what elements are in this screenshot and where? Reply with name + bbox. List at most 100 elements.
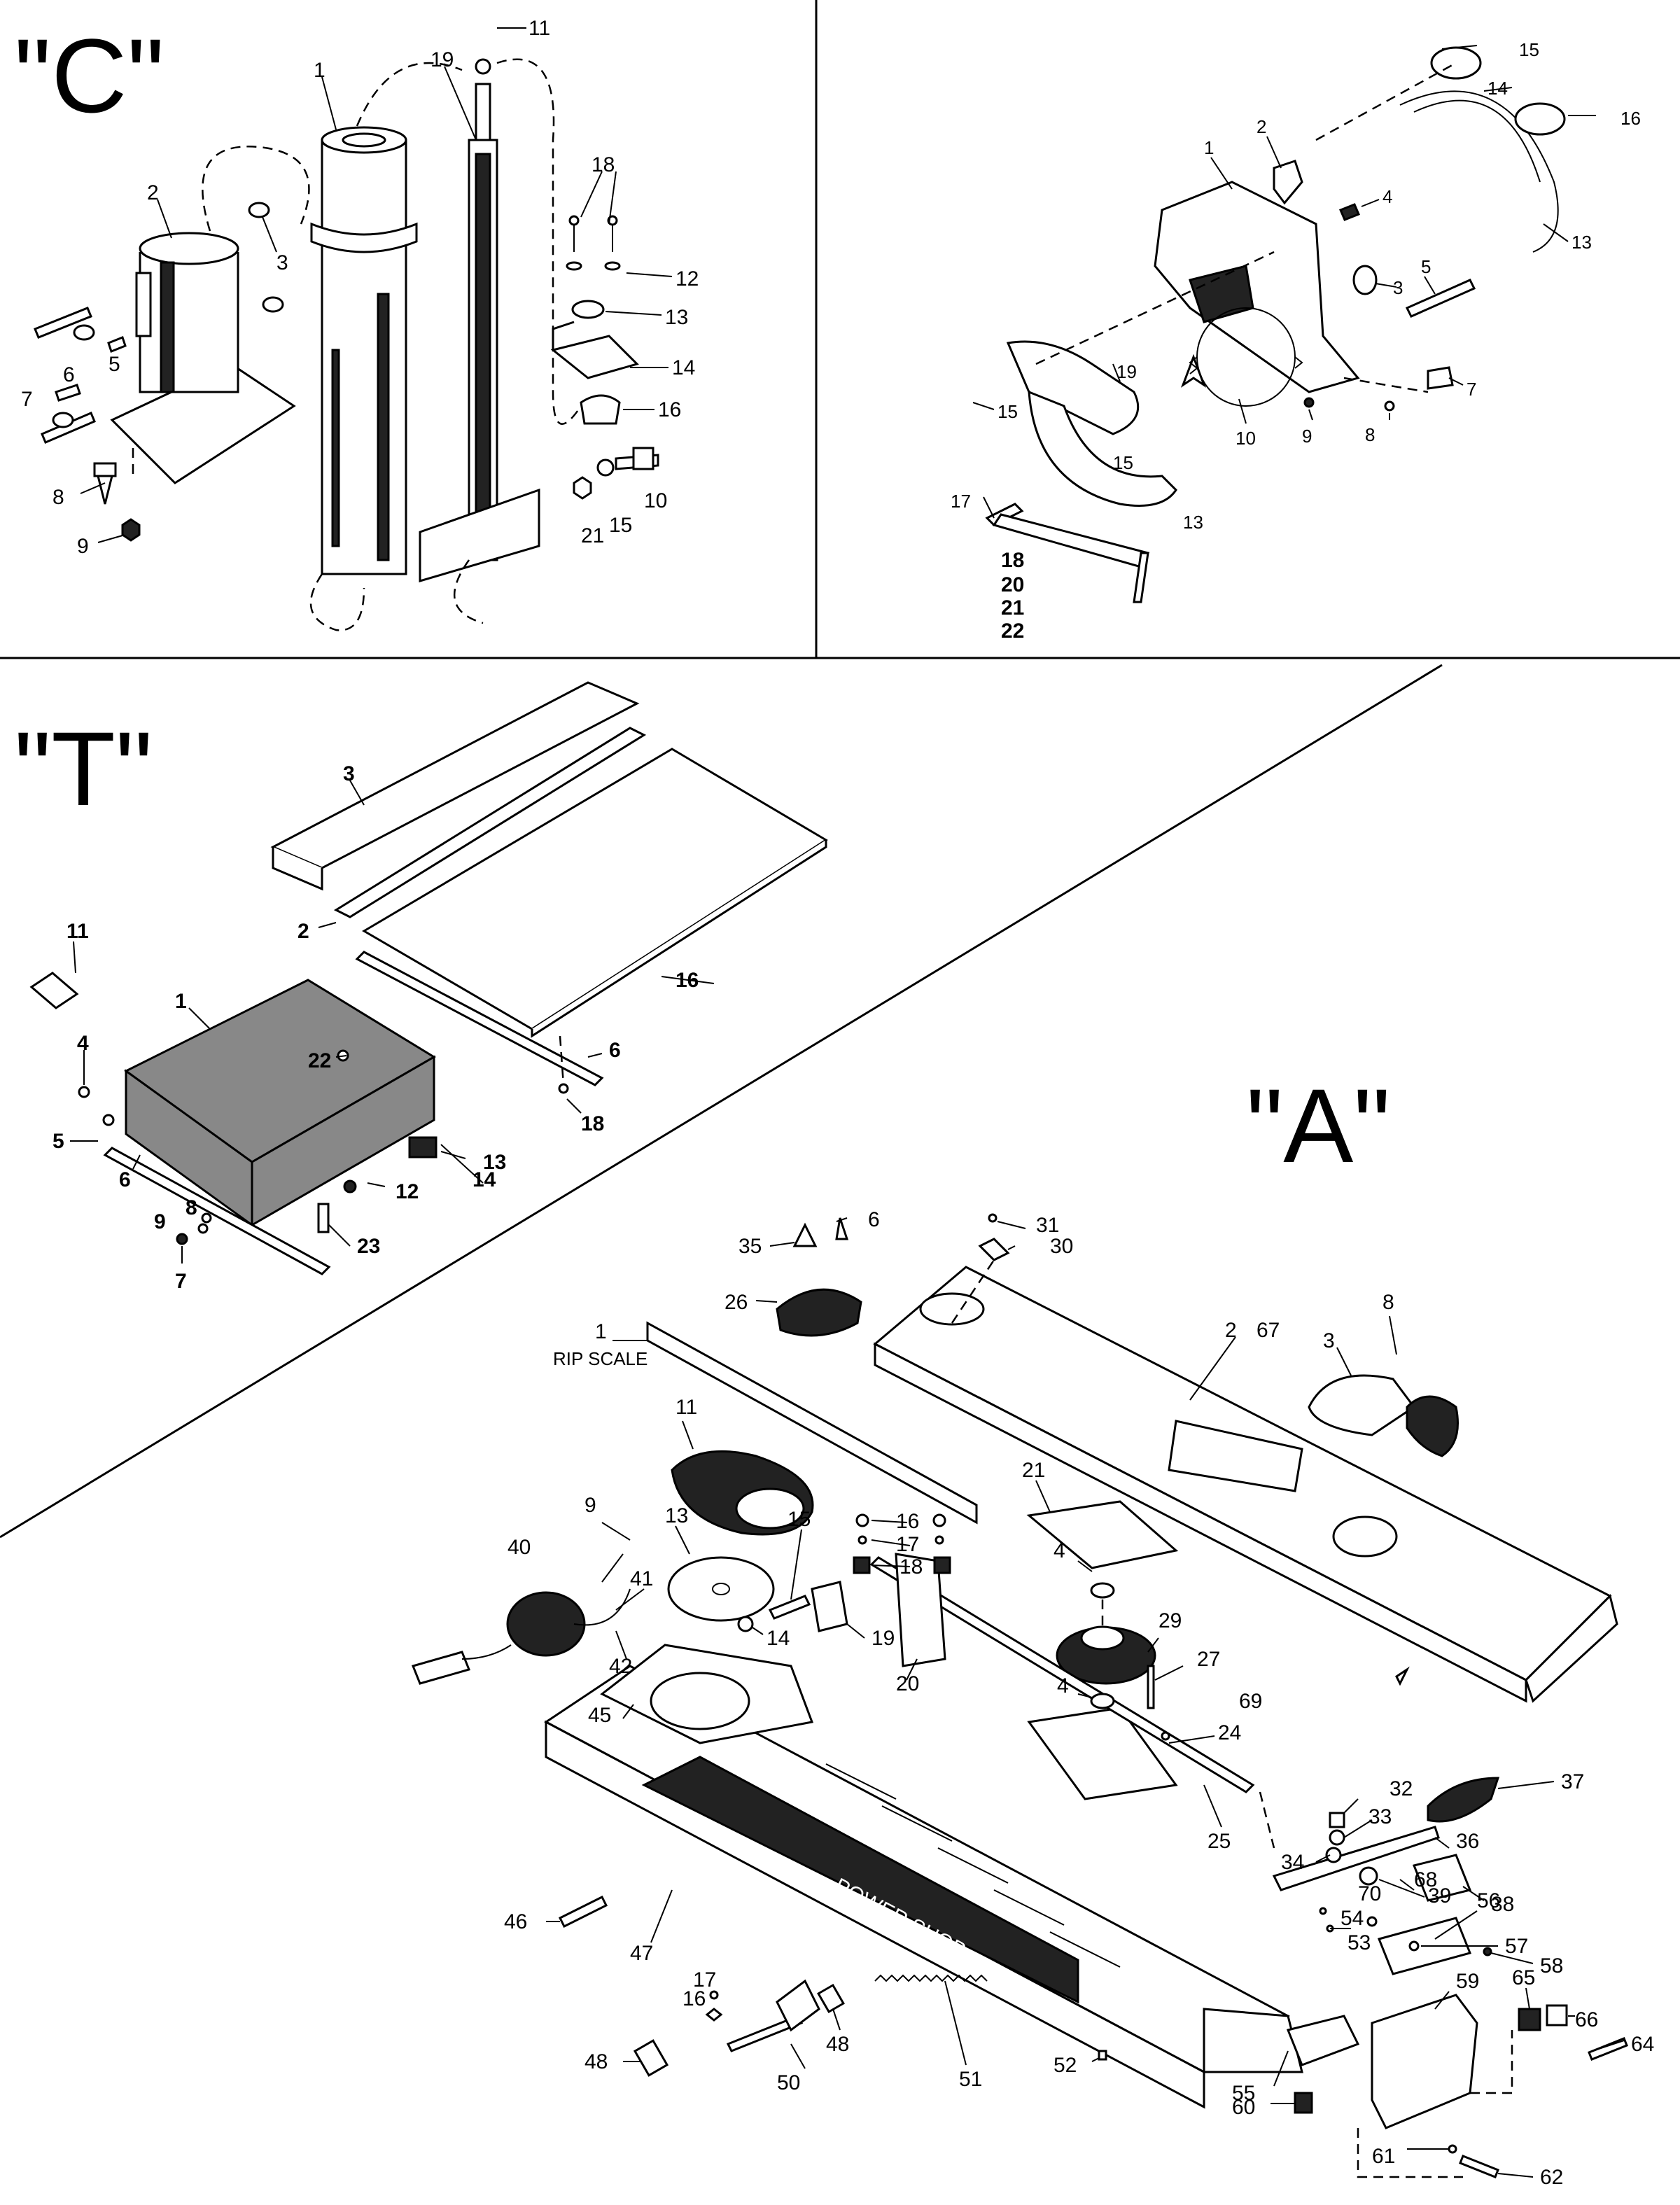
- callout-C-callouts-7: 9: [77, 535, 89, 558]
- callout-T-callouts-2: 3: [343, 762, 355, 785]
- callout-A-callouts-40: 47: [630, 1942, 653, 1965]
- callout-A-callouts-46: 53: [1348, 1931, 1371, 1954]
- callout-A-callouts-17: 19: [872, 1627, 895, 1650]
- section-c-drawing: [34, 58, 659, 631]
- callout-T-callouts-14: 16: [676, 969, 699, 992]
- callout-A-callouts-1: 2: [1225, 1319, 1237, 1342]
- callout-A-callouts-33: 38: [1491, 1893, 1514, 1916]
- callout-guard-callouts-11: 14: [1488, 78, 1508, 99]
- callout-A-callouts-32: 37: [1561, 1770, 1584, 1793]
- callout-T-callouts-3: 4: [77, 1032, 89, 1055]
- callout-C-callouts-1: 2: [147, 181, 159, 204]
- callout-A-callouts-2: 3: [1323, 1329, 1335, 1352]
- section-t-drawing: [29, 681, 828, 1275]
- callout-A-callouts-34: 39: [1428, 1884, 1451, 1907]
- callout-A-callouts-20: 24: [1218, 1721, 1241, 1744]
- section-guard-drawing: [985, 46, 1566, 603]
- callout-guard-callouts-15: 16: [1620, 108, 1641, 129]
- callout-guard-stack-0: 18: [1001, 549, 1024, 572]
- callout-A-callouts-9: 13: [665, 1504, 688, 1527]
- callout-guard-callouts-0: 1: [1204, 137, 1214, 158]
- section-title-t: "T": [14, 710, 153, 827]
- callout-T-callouts-8: 8: [186, 1196, 197, 1219]
- callout-A-callouts-21: 25: [1208, 1830, 1231, 1853]
- callout-A-callouts-26: 31: [1036, 1214, 1059, 1237]
- callout-A-callouts-43: 50: [777, 2071, 800, 2094]
- callout-A-callouts-28: 33: [1368, 1805, 1392, 1828]
- section-c-callouts: 1 2 3 5 6 7 8 9 10 11 12 13 14 15 16 18 …: [21, 17, 699, 558]
- callout-guard-callouts-17: 19: [1116, 361, 1137, 382]
- callout-A-callouts-48: 55: [1232, 2082, 1255, 2105]
- callout-A-callouts-49: 56: [1477, 1889, 1500, 1912]
- callout-A-callouts-55: 62: [1540, 2166, 1563, 2189]
- callout-C-callouts-13: 15: [609, 514, 632, 537]
- callout-A-callouts-14: 17: [896, 1533, 919, 1556]
- callout-A-callouts-53: 60: [1232, 2096, 1255, 2119]
- callout-A-callouts-45: 52: [1054, 2054, 1077, 2077]
- callout-A-callouts-44: 51: [959, 2068, 982, 2091]
- callout-C-callouts-6: 8: [52, 486, 64, 509]
- callout-A-callouts-7: 9: [584, 1494, 596, 1517]
- callout-T-callouts-0: 1: [175, 990, 187, 1013]
- callout-guard-callouts-12: 15: [1519, 39, 1539, 60]
- callout-A-callouts-24: 29: [1158, 1609, 1182, 1632]
- callout-C-callouts-4: 6: [63, 363, 75, 386]
- callout-T-callouts-11: 12: [396, 1180, 419, 1203]
- callout-A-callouts-29: 34: [1281, 1851, 1304, 1874]
- callout-A-callouts-42: 48: [826, 2033, 849, 2056]
- section-title-c: "C": [14, 17, 164, 134]
- callout-A-callouts-18: 20: [896, 1672, 919, 1695]
- callout-C-callouts-12: 14: [672, 356, 695, 379]
- section-title-a: "A": [1246, 1067, 1391, 1184]
- callout-A-rip_scale: RIP SCALE: [553, 1348, 648, 1369]
- callout-A-callouts-23: 27: [1197, 1648, 1220, 1671]
- callout-guard-callouts-4: 5: [1421, 256, 1431, 277]
- section-c-leaders: [80, 27, 673, 543]
- callout-guard-callouts-5: 7: [1466, 379, 1476, 400]
- callout-A-callouts-41: 48: [584, 2050, 608, 2073]
- callout-A-callouts-25: 30: [1050, 1235, 1073, 1258]
- callout-A-callouts-13: 16: [682, 1987, 706, 2010]
- section-t-callouts: 1 2 3 4 5 6 6 7 8 9 11 12 13 14 16 18 22…: [52, 762, 699, 1293]
- callout-C-callouts-5: 7: [21, 388, 33, 411]
- divider-diagonal: [0, 664, 1443, 1539]
- callout-A-callouts-39: 46: [504, 1910, 527, 1933]
- section-t-leaders: [70, 780, 715, 1264]
- callout-A-callouts-37: 42: [609, 1655, 632, 1678]
- callout-A-callouts-60: 68: [1414, 1868, 1437, 1891]
- callout-guard-callouts-3: 4: [1382, 186, 1392, 207]
- callout-guard-callouts-16: 17: [951, 491, 971, 512]
- callout-A-callouts-19: 21: [1022, 1459, 1045, 1482]
- callout-A-callouts-0: 1: [595, 1320, 607, 1343]
- callout-C-callouts-14: 16: [658, 398, 681, 421]
- callout-A-callouts-58: 66: [1575, 2008, 1598, 2031]
- section-guard-callouts: 1 2 3 4 5 7 8 9 10 13 13 14 15 15 15 16 …: [951, 39, 1641, 643]
- callout-guard-callouts-14: 15: [1113, 452, 1133, 473]
- callout-A-callouts-15: 17: [693, 1968, 716, 1991]
- callout-A-callouts-52: 59: [1456, 1970, 1479, 1993]
- callout-A-callouts-30: 35: [738, 1235, 762, 1258]
- callout-T-callouts-10: 11: [66, 920, 89, 943]
- callout-guard-stack-3: 22: [1001, 620, 1024, 643]
- callout-T-callouts-15: 18: [581, 1112, 604, 1135]
- callout-C-callouts-17: 21: [581, 524, 604, 547]
- callout-A-callouts-22: 26: [724, 1291, 748, 1314]
- callout-A-callouts-38: 45: [588, 1704, 611, 1727]
- callout-T-callouts-6: 6: [119, 1168, 131, 1191]
- callout-T-callouts-5: 6: [609, 1039, 621, 1062]
- callout-guard-callouts-7: 9: [1302, 426, 1312, 447]
- callout-guard-callouts-10: 13: [1183, 512, 1203, 533]
- callout-A-callouts-16: 18: [899, 1555, 923, 1578]
- callout-A-callouts-47: 54: [1340, 1907, 1364, 1930]
- callout-T-callouts-16: 22: [308, 1049, 331, 1072]
- callout-guard-callouts-8: 10: [1236, 428, 1256, 449]
- callout-A-callouts-11: 15: [788, 1508, 811, 1531]
- callout-A-callouts-59: 67: [1256, 1319, 1280, 1342]
- callout-T-callouts-4: 5: [52, 1130, 64, 1153]
- callout-T-callouts-12: 13: [483, 1151, 506, 1174]
- callout-A-callouts-57: 65: [1512, 1966, 1535, 1989]
- callout-A-callouts-5: 6: [868, 1208, 880, 1231]
- callout-C-callouts-16: 19: [430, 48, 454, 71]
- callout-C-callouts-10: 12: [676, 267, 699, 290]
